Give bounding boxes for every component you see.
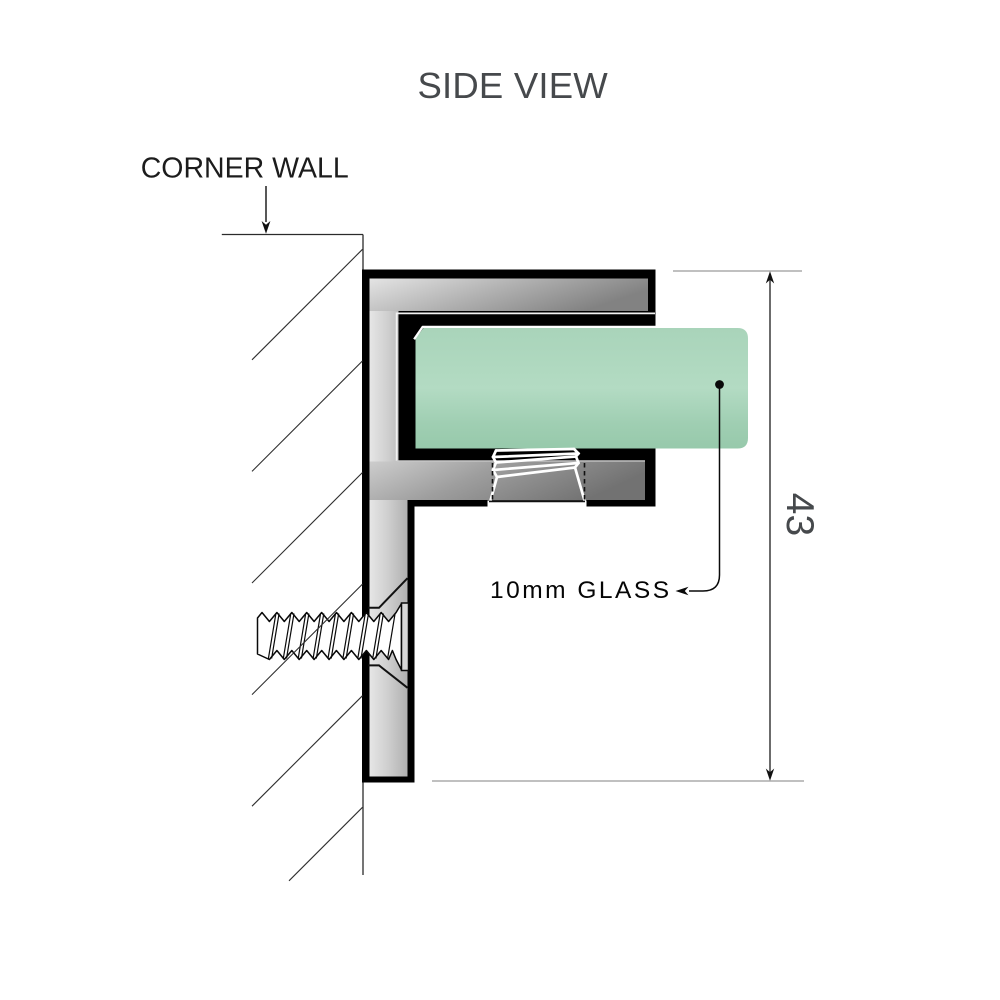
svg-text:43: 43	[778, 493, 821, 536]
svg-text:10mm GLASS: 10mm GLASS	[490, 577, 672, 604]
svg-text:CORNER WALL: CORNER WALL	[141, 153, 349, 185]
svg-text:SIDE VIEW: SIDE VIEW	[417, 65, 608, 106]
